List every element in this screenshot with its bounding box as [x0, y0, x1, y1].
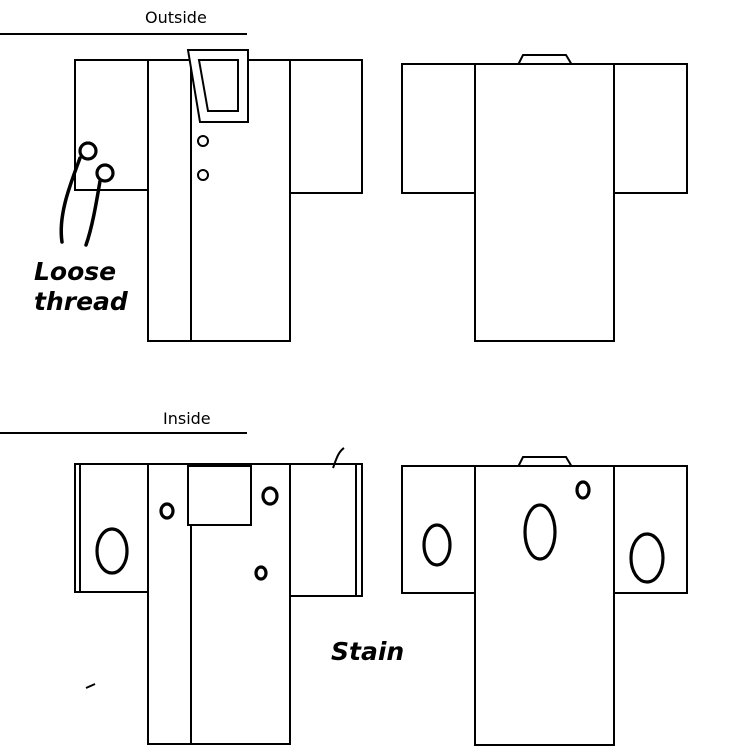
body	[474, 63, 615, 342]
loose-thread-mark-2	[95, 163, 115, 183]
loose-thread-label-line2: thread	[34, 287, 129, 316]
stain-mark	[629, 532, 665, 584]
stain-mark	[422, 523, 452, 567]
loose-thread-label-line1: Loose	[34, 257, 116, 286]
outside-front-garment	[59, 49, 363, 342]
collar-inner	[197, 59, 239, 112]
button-top	[197, 135, 209, 147]
left-sleeve	[401, 465, 476, 594]
body	[474, 465, 615, 746]
outside-back-garment	[401, 54, 688, 342]
right-sleeve	[613, 63, 688, 194]
right-sleeve	[288, 463, 363, 597]
right-sleeve	[288, 59, 363, 194]
stain-label: Stain	[331, 637, 404, 666]
inner-pocket	[187, 465, 252, 526]
stain-mark	[261, 486, 279, 506]
button-bottom	[197, 169, 209, 181]
stray-mark	[332, 447, 345, 469]
inside-back-garment	[401, 456, 688, 746]
stain-mark	[254, 565, 268, 581]
stain-mark	[159, 502, 175, 520]
left-sleeve	[401, 63, 476, 194]
loose-thread-line-1	[59, 156, 82, 244]
outside-label: Outside	[145, 8, 207, 27]
inside-front-garment	[74, 447, 363, 745]
loose-thread-line-2	[84, 179, 102, 247]
inside-label: Inside	[163, 409, 211, 428]
stain-mark	[523, 503, 557, 561]
scan-speck	[85, 683, 96, 689]
loose-thread-mark-1	[78, 141, 98, 161]
stain-mark	[575, 480, 591, 500]
right-sleeve	[613, 465, 688, 594]
stain-mark	[95, 527, 129, 575]
